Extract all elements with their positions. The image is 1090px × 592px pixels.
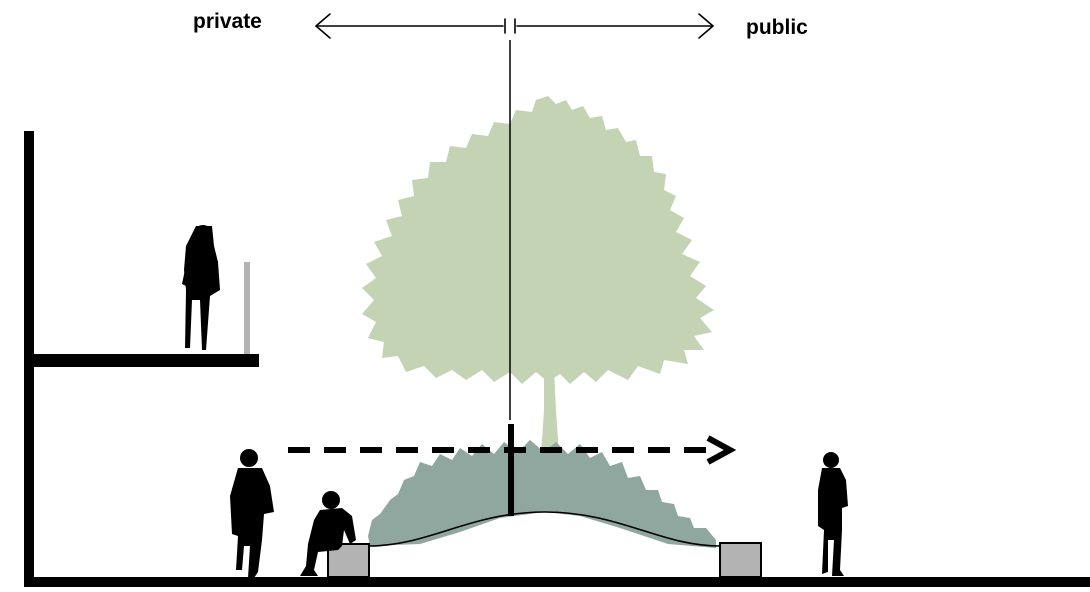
building-structure: [24, 131, 1090, 587]
public-label: public: [746, 16, 808, 39]
private-label: private: [193, 10, 262, 33]
person-seated-icon: [300, 491, 356, 576]
mound-curve: [367, 511, 721, 547]
person-walking-icon: [230, 449, 274, 578]
movement-arrow: [288, 435, 737, 465]
arrow-left-head: [315, 13, 331, 39]
person-balcony-icon: [182, 225, 220, 350]
arrow-right-head: [698, 13, 714, 39]
balcony-slab: [24, 354, 259, 367]
center-post: [508, 424, 514, 516]
private-public-arrow: [315, 13, 714, 39]
tree-trunk: [540, 330, 560, 470]
tree-branch-left: [520, 334, 550, 360]
balcony-railing: [244, 262, 250, 354]
planter-right: [719, 542, 762, 578]
person-standing-icon: [818, 452, 848, 576]
arrowhead-icon: [706, 435, 737, 465]
shrub-mass: [368, 440, 716, 548]
tree-canopy: [362, 96, 714, 384]
tree-branch-right: [552, 320, 594, 356]
tree-icon: [362, 96, 714, 470]
ground-line: [24, 577, 1090, 587]
